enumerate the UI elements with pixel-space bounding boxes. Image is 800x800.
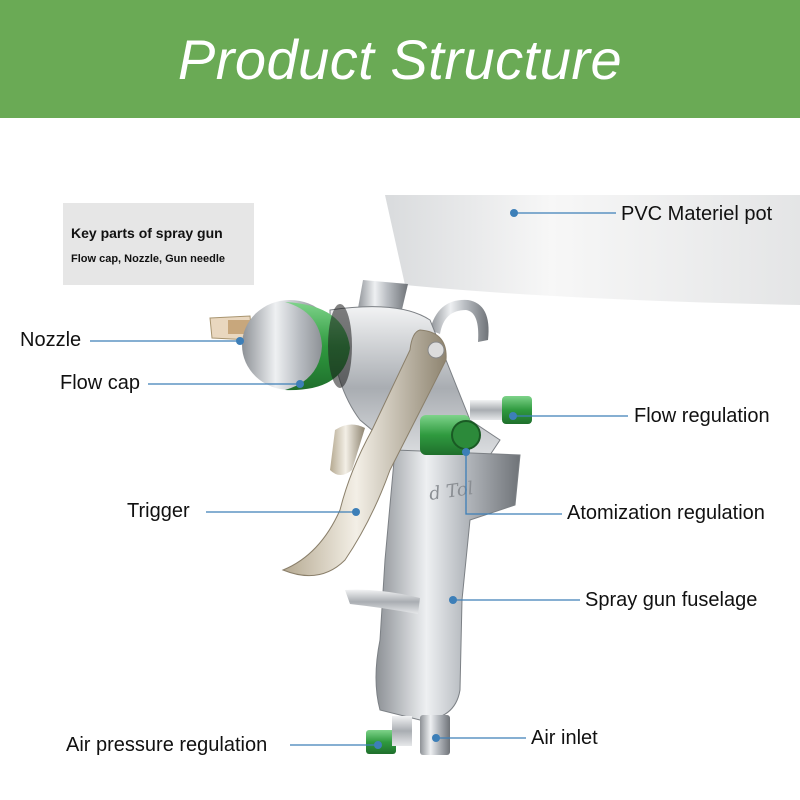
- leader-atomization: [465, 452, 562, 515]
- dot-flow-cap: [296, 380, 304, 388]
- key-parts-box: Key parts of spray gun Flow cap, Nozzle,…: [63, 203, 254, 285]
- label-fuselage: Spray gun fuselage: [585, 589, 758, 611]
- dot-pvc-pot: [510, 209, 518, 217]
- trigger-pivot: [427, 341, 445, 359]
- key-parts-subtitle: Flow cap, Nozzle, Gun needle: [71, 253, 226, 265]
- label-air-inlet: Air inlet: [531, 727, 598, 749]
- flow-cap-ring-dark: [328, 304, 352, 388]
- dot-air-inlet: [432, 734, 440, 742]
- dot-fuselage: [449, 596, 457, 604]
- flow-knob: [502, 396, 532, 424]
- dot-flow-regulation: [509, 412, 517, 420]
- trigger-finger: [330, 424, 365, 475]
- key-parts-title: Key parts of spray gun: [71, 225, 223, 241]
- label-flow-regulation: Flow regulation: [634, 405, 770, 427]
- air-pressure-stem: [392, 716, 412, 746]
- pot-hook: [430, 299, 489, 342]
- dot-air-pressure: [374, 741, 382, 749]
- dot-trigger: [352, 508, 360, 516]
- leader-dots: [236, 209, 518, 749]
- air-pressure-valve: [366, 730, 396, 754]
- dot-atomization: [462, 448, 470, 456]
- trigger-lever: [281, 329, 447, 577]
- atom-knob-center: [451, 420, 481, 450]
- label-pvc-pot: PVC Materiel pot: [621, 203, 773, 225]
- label-atomization-regulation: Atomization regulation: [567, 502, 765, 524]
- dot-nozzle: [236, 337, 244, 345]
- pvc-pot: [385, 195, 800, 305]
- leader-lines: [90, 212, 628, 746]
- title-banner: Product Structure: [0, 0, 800, 118]
- page-title: Product Structure: [177, 27, 623, 91]
- label-air-pressure: Air pressure regulation: [66, 734, 268, 756]
- flow-cap-body: [242, 300, 338, 390]
- label-nozzle: Nozzle: [20, 329, 82, 351]
- flow-stem: [470, 400, 512, 420]
- label-trigger: Trigger: [127, 500, 190, 522]
- handle-hook: [345, 589, 420, 614]
- label-flow-cap: Flow cap: [60, 372, 141, 394]
